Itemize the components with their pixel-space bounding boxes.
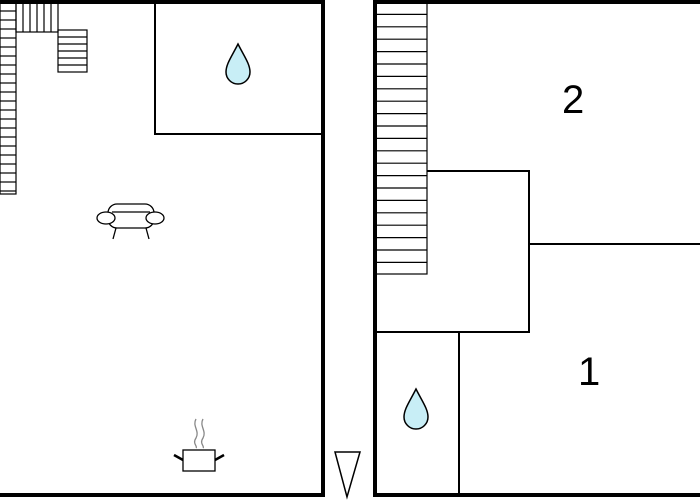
staircase-small bbox=[57, 29, 88, 73]
sofa-icon bbox=[96, 203, 165, 240]
water-drop-icon bbox=[225, 42, 251, 85]
room-1-number: 1 bbox=[578, 350, 601, 394]
left-floor bbox=[0, 0, 325, 497]
room-2-number: 2 bbox=[562, 78, 585, 122]
landing-wall bbox=[375, 170, 530, 333]
left-floor-outer-wall bbox=[0, 0, 325, 497]
staircase-right bbox=[374, 1, 428, 275]
entrance-arrow-icon bbox=[334, 451, 361, 500]
water-drop-icon bbox=[403, 387, 429, 430]
staircase-top bbox=[15, 1, 59, 33]
cooking-pot-icon bbox=[173, 418, 225, 472]
staircase-left-vertical bbox=[0, 1, 17, 195]
left-bathroom-wall bbox=[154, 2, 323, 135]
